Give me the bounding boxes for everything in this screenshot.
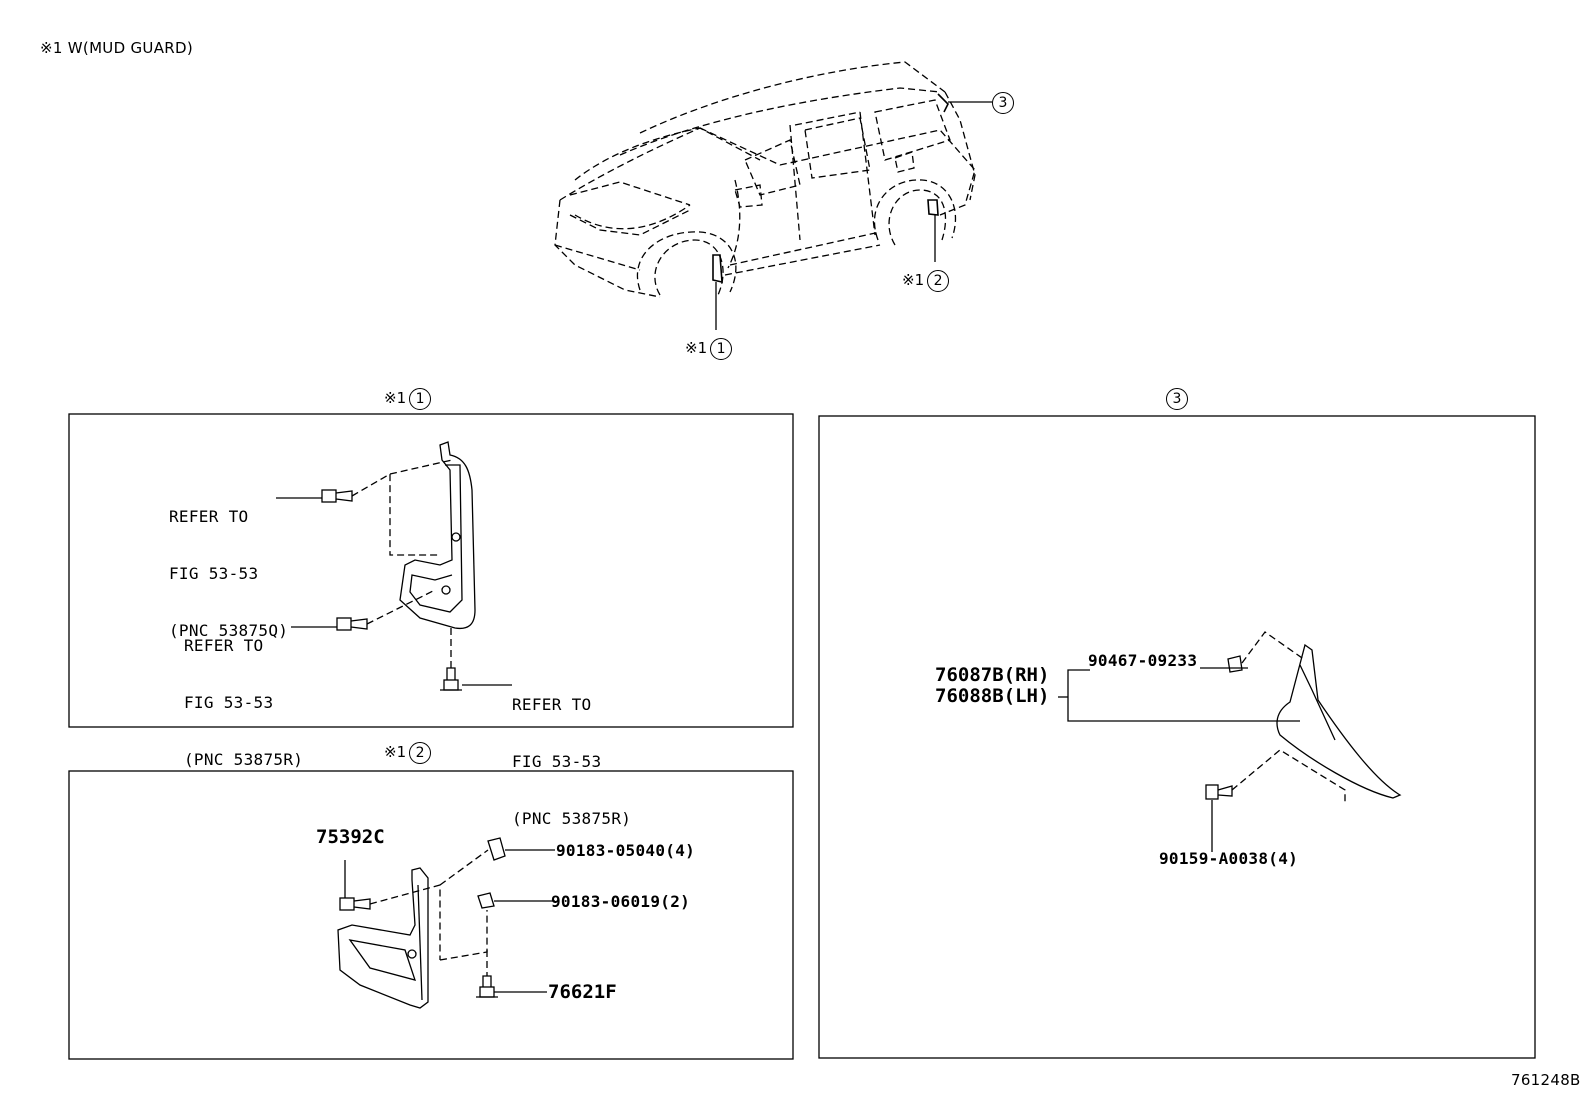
front-mudguard-drawing bbox=[399, 441, 476, 630]
ref-line: REFER TO bbox=[512, 695, 592, 714]
part-number-spoiler-rh: 76087B(RH) bbox=[935, 664, 1050, 686]
panel-title-mark: ※1 bbox=[384, 743, 407, 761]
panel-title-number: 1 bbox=[409, 387, 432, 410]
bolt-2-drawing bbox=[336, 617, 368, 631]
part-number-75392c: 75392C bbox=[316, 826, 385, 848]
panel-3-frame bbox=[818, 415, 1536, 1059]
ref-label-1: REFER TO FIG 53-53 (PNC 53875Q) bbox=[169, 469, 288, 659]
ref-line: REFER TO bbox=[184, 636, 264, 655]
panel-title-mark: ※1 bbox=[384, 389, 407, 407]
bolt-1-drawing bbox=[321, 489, 353, 503]
callout-number-circle: 3 bbox=[992, 91, 1014, 114]
part-number-screw-90159: 90159-A0038(4) bbox=[1159, 849, 1299, 868]
part-number-clip-90467: 90467-09233 bbox=[1088, 651, 1198, 670]
ref-line: FIG 53-53 bbox=[169, 564, 259, 583]
clip-drawing bbox=[477, 892, 495, 909]
ref-line: FIG 53-53 bbox=[512, 752, 602, 771]
nut-clip-drawing bbox=[487, 837, 506, 861]
rear-spoiler-drawing bbox=[1276, 643, 1402, 799]
part-number-nut-clip: 90183-05040(4) bbox=[556, 841, 696, 860]
ref-line: (PNC 53875Q) bbox=[169, 621, 289, 640]
header-note: ※1 W(MUD GUARD) bbox=[40, 39, 193, 57]
figure-id: 761248B bbox=[1511, 1071, 1581, 1089]
screw-90159-drawing bbox=[1205, 784, 1233, 800]
panel-2-frame bbox=[68, 770, 794, 1060]
callout-spoiler: 3 bbox=[989, 90, 1014, 114]
callout-mark: ※1 bbox=[902, 271, 925, 289]
bolt-3-drawing bbox=[440, 667, 462, 691]
rear-mudguard-drawing bbox=[337, 867, 429, 1009]
ref-line: (PNC 53875R) bbox=[512, 809, 632, 828]
screw-76621f-drawing bbox=[476, 975, 498, 998]
part-number-76621f: 76621F bbox=[548, 981, 617, 1003]
ref-line: REFER TO bbox=[169, 507, 249, 526]
panel-1-frame bbox=[68, 413, 794, 728]
bolt-75392c-drawing bbox=[339, 897, 371, 911]
ref-line: FIG 53-53 bbox=[184, 693, 274, 712]
panel-title-number: 2 bbox=[409, 741, 432, 764]
vehicle-outline bbox=[554, 61, 976, 298]
part-number-clip: 90183-06019(2) bbox=[551, 892, 691, 911]
callout-number-circle: 2 bbox=[927, 269, 950, 292]
ref-line: (PNC 53875R) bbox=[184, 750, 304, 769]
ref-label-2: REFER TO FIG 53-53 (PNC 53875R) bbox=[184, 598, 303, 788]
ref-label-3: REFER TO FIG 53-53 (PNC 53875R) bbox=[512, 657, 631, 847]
panel-3-title: 3 bbox=[1163, 386, 1188, 410]
part-number-spoiler-lh: 76088B(LH) bbox=[935, 685, 1050, 707]
callout-mark: ※1 bbox=[685, 339, 708, 357]
callout-number-circle: 1 bbox=[710, 337, 733, 360]
panel-title-number: 3 bbox=[1166, 387, 1188, 410]
clip-90467-drawing bbox=[1222, 655, 1248, 673]
